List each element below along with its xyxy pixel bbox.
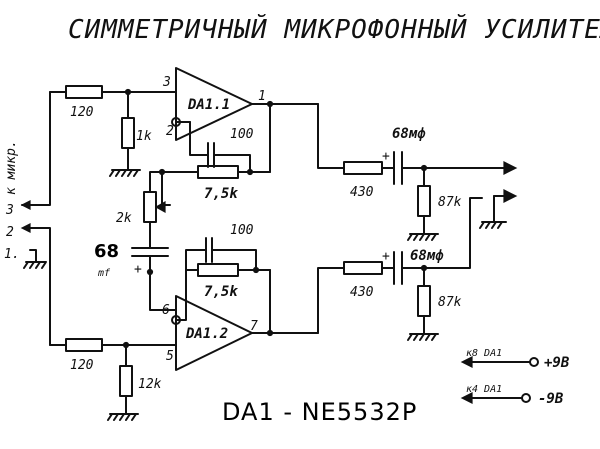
resistor-r-bias-top-label: 1k — [136, 129, 152, 144]
diagram-title: СИММЕТРИЧНЫЙ МИКРОФОННЫЙ УСИЛИТЕЛЬ — [68, 13, 600, 45]
input-pin-2-arrow — [20, 223, 51, 346]
input-pin-2: 2 — [6, 225, 14, 240]
ground-load-top — [407, 233, 439, 241]
resistor-r-bias-top — [121, 117, 135, 149]
capacitor-c-out-top — [393, 151, 403, 185]
mic-input-label: к микр. — [4, 140, 19, 195]
resistor-r-fb-bot — [197, 263, 239, 277]
power-pos-value: +9В — [544, 355, 570, 371]
power-neg-pin-label: к4 DA1 — [466, 384, 502, 395]
resistor-r-fb-bot-label: 7,5k — [204, 284, 238, 300]
capacitor-c-out-top-plus: + — [382, 149, 390, 164]
ground-bottom-bias — [107, 413, 139, 421]
opamp-da1-2-pin-out: 7 — [250, 319, 258, 334]
capacitor-c-mid-unit: mf — [97, 268, 111, 279]
resistor-r-load-top — [417, 185, 431, 217]
capacitor-c-mid-plus: + — [134, 262, 142, 277]
output-top-arrow — [503, 161, 518, 175]
resistor-r-fb-top-label: 7,5k — [204, 186, 238, 202]
resistor-r-bias-bot-label: 12k — [138, 377, 162, 392]
ground-top-bias — [109, 169, 141, 177]
input-pin-1: 1. — [4, 247, 20, 262]
power-pos-arrow — [460, 356, 539, 368]
input-ground — [23, 249, 47, 269]
output-ground-arrow — [503, 189, 518, 203]
resistor-r-fb-top — [197, 165, 239, 179]
capacitor-c-fb-bot-label: 100 — [230, 223, 254, 238]
input-pin-3-arrow — [20, 91, 51, 210]
part-number: DA1 - NE5532P — [222, 398, 417, 426]
power-neg-arrow — [460, 392, 531, 404]
resistor-r-in-top — [65, 85, 103, 99]
capacitor-c-out-bot — [393, 251, 403, 285]
ground-output — [479, 221, 507, 229]
resistor-r-load-bot — [417, 285, 431, 317]
input-pin-3: 3 — [5, 203, 14, 218]
resistor-r-out-top-label: 430 — [350, 185, 374, 200]
resistor-r-bias-bot — [119, 365, 133, 397]
resistor-r-out-bot-label: 430 — [350, 285, 374, 300]
resistor-r-in-top-label: 120 — [70, 105, 94, 120]
opamp-da1-1-pin-minus: 2 — [166, 124, 174, 139]
resistor-r-trim — [143, 191, 157, 223]
opamp-da1-2-label: DA1.2 — [185, 326, 228, 342]
capacitor-c-out-bot-plus: + — [382, 249, 390, 264]
resistor-r-in-bot-label: 120 — [70, 358, 94, 373]
capacitor-c-fb-top-label: 100 — [230, 127, 254, 142]
resistor-r-out-top — [343, 161, 383, 175]
power-pos-pin-label: к8 DA1 — [466, 348, 502, 359]
opamp-da1-1-pin-out: 1 — [258, 89, 266, 104]
resistor-r-out-bot — [343, 261, 383, 275]
capacitor-c-out-top-label: 68мф — [392, 126, 426, 142]
opamp-da1-1-label: DA1.1 — [187, 97, 230, 113]
opamp-da1-1-pin-plus: 3 — [162, 75, 171, 90]
capacitor-c-out-bot-label: 68мф — [410, 248, 444, 264]
ground-load-bot — [407, 333, 439, 341]
capacitor-c-mid-value: 68 — [94, 241, 119, 262]
opamp-da1-2-pin-plus: 5 — [166, 349, 174, 364]
resistor-r-load-top-label: 87k — [438, 195, 462, 210]
resistor-r-in-bot — [65, 338, 103, 352]
resistor-r-trim-label: 2k — [116, 211, 132, 226]
resistor-r-load-bot-label: 87k — [438, 295, 462, 310]
opamp-da1-2-pin-minus: 6 — [162, 303, 170, 318]
power-neg-value: -9В — [538, 391, 564, 407]
